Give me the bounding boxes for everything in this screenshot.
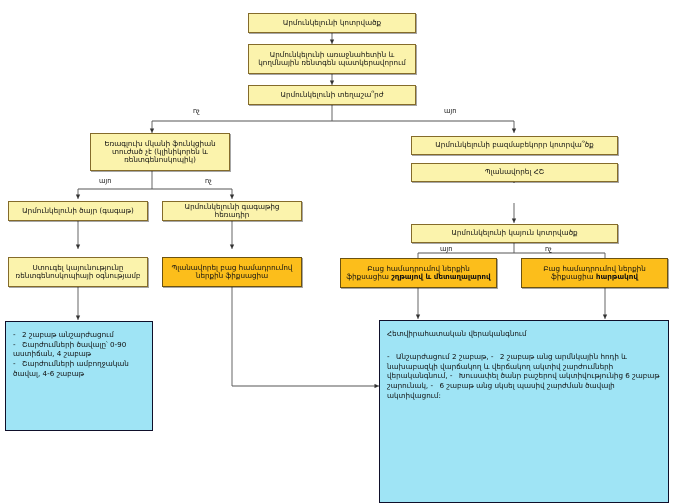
panel-heading: Հետվիրահատական վերականգնում (387, 329, 527, 338)
list-item: Շարժումների ծավալը՝ 0-90 աստիճան, 4 շաբա… (13, 340, 126, 359)
edge-label-yes-1: այո (444, 107, 457, 115)
node-label-line1: Բաց համադրումով ներքին (367, 263, 470, 273)
panel-postoperative-rehab: Հետվիրահատական վերականգնում Անշարժացում … (379, 320, 669, 503)
node-plan-ct[interactable]: Պլանավորել ՀՇ (411, 163, 618, 182)
node-triceps-function-intact[interactable]: Եռագլուխ մկանի ֆունկցիան տուժած չէ (կլին… (90, 133, 230, 171)
node-plan-orif[interactable]: Պլանավորել բաց համադրումով ներքին ֆիքսաց… (162, 257, 302, 287)
node-distal-to-tip[interactable]: Արմունկելունի գագաթից հեռադիր (162, 201, 302, 221)
node-label: Արմունկելունի գագաթից հեռադիր (184, 201, 280, 219)
edge-label-yes-2: այո (99, 177, 112, 185)
node-label: Արմունկելունի ծայր (գագաթ) (22, 205, 134, 215)
node-label-line1: Պլանավորել բաց համադրումով (171, 262, 293, 272)
list-item: Խուսափել ծանր բաշերով ակտիվությունից 6 շ… (387, 371, 660, 390)
node-label-line1: Արմունկելունի առաջնահետին և (269, 49, 395, 59)
node-label: Արմունկելունի տեղաշա՞րժ (280, 89, 384, 99)
edge-label-yes-3: այո (440, 245, 453, 253)
edge-label-no-3: ոչ (545, 245, 552, 253)
node-label: Պլանավորել ՀՇ (484, 167, 545, 177)
node-orif-plate[interactable]: Բաց համադրումով ներքին ֆիքսացիա հարթակով (521, 258, 668, 288)
panel-nonoperative-rehab: 2 շաբաթ անշարժացում Շարժումների ծավալը՝ … (5, 321, 153, 431)
node-radiographic-imaging[interactable]: Արմունկելունի առաջնահետին և կողմնային ռե… (248, 44, 416, 74)
node-label-line3: ռենտգենոսկոպիկ) (124, 155, 196, 165)
edge-label-no-2: ոչ (205, 177, 212, 185)
node-label-line2: տուժած չէ (կլինիկորեն և (112, 146, 208, 156)
node-label-line2: ռենտգենոսկոպիայի օգնությամբ (15, 271, 141, 280)
node-label: Արմունկելունի կայուն կոտրվածք (451, 228, 578, 238)
node-label-line2: ներքին ֆիքսացիա (195, 271, 269, 280)
node-comminuted-fracture-question[interactable]: Արմունկելունի բազմաբեկորր կոտրվա՞ծք (411, 136, 618, 155)
list-item: Շարժումների ամբողջական ծավալ, 4-6 շաբաթ (13, 359, 129, 378)
node-olecranon-tip[interactable]: Արմունկելունի ծայր (գագաթ) (8, 201, 148, 221)
node-label-line2-plain: ֆիքսացիա (551, 272, 596, 281)
list-item: 2 շաբաթ անշարժացում (13, 330, 114, 339)
node-label-line2: կողմնային ռենտգեն պատկերավորում (258, 58, 406, 67)
node-label-line1: Բաց համադրումով ներքին (543, 263, 646, 273)
node-orif-tension-band-wire[interactable]: Բաց համադրումով ներքին ֆիքսացիա շղթայով … (340, 258, 497, 288)
node-check-stability-fluoroscopy[interactable]: Ստուգել կայունությունը ռենտգենոսկոպիայի … (8, 257, 148, 287)
node-label: Արմունկելունի կոտրվածք (282, 17, 382, 27)
list-item: 2 շաբաթ անց արմնկային հոդի և նախաբազկի վ… (387, 352, 627, 380)
list-item: 6 շաբաթ անց սկսել պասիվ շարժման ծավալի ա… (387, 381, 615, 400)
edge-label-no-1: ոչ (193, 107, 200, 115)
node-label-line2: ֆիքսացիա հարթակով (551, 272, 638, 281)
node-label-line2-bold: շղթայով և մետաղալարով (391, 272, 491, 281)
node-label-line2: ֆիքսացիա շղթայով և մետաղալարով (346, 272, 491, 281)
node-label-line2-plain: ֆիքսացիա (346, 272, 392, 281)
list-item: Անշարժացում 2 շաբաթ, (387, 352, 489, 361)
node-label: Արմունկելունի բազմաբեկորր կոտրվա՞ծք (435, 140, 594, 150)
node-displacement-question[interactable]: Արմունկելունի տեղաշա՞րժ (248, 85, 416, 105)
node-label-line1: Եռագլուխ մկանի ֆունկցիան (104, 138, 216, 148)
node-stable-fracture[interactable]: Արմունկելունի կայուն կոտրվածք (411, 224, 618, 243)
node-label-line1: Ստուգել կայունությունը (32, 262, 124, 272)
node-olecranon-fracture[interactable]: Արմունկելունի կոտրվածք (248, 13, 416, 33)
node-label-line2-bold: հարթակով (595, 272, 638, 281)
